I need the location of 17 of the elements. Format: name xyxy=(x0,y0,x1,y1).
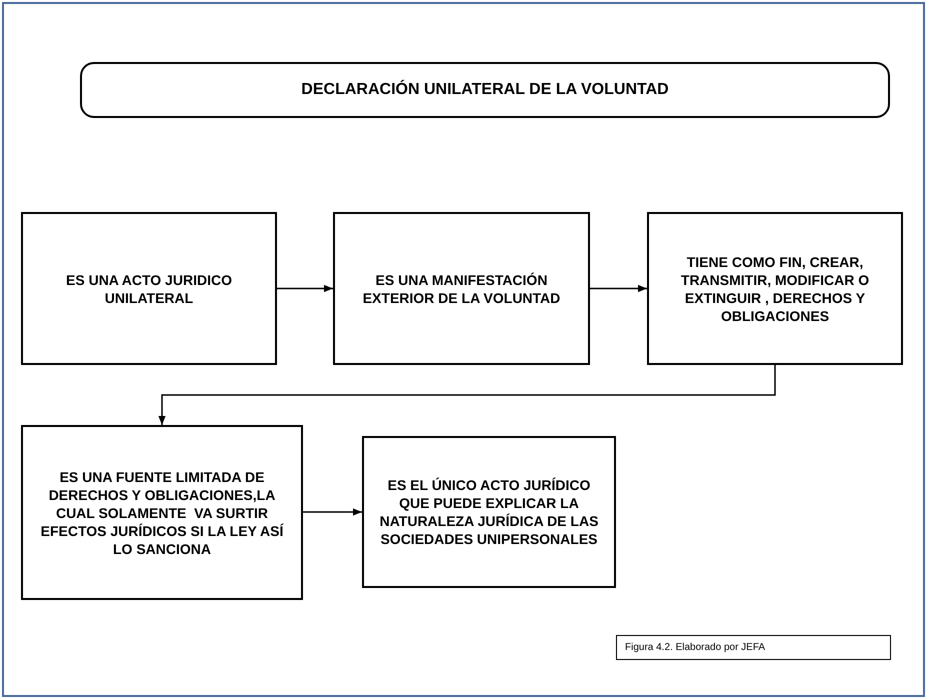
arrow xyxy=(303,508,362,516)
arrow xyxy=(158,365,776,425)
box-text: ES EL ÚNICO ACTO JURÍDICO QUE PUEDE EXPLICAR LA NATURALEZA JURÍDICA DE LAS SOCIEDADES UNIPERSONALES xyxy=(378,476,600,548)
figure-caption: Figura 4.2. Elaborado por JEFA xyxy=(616,635,891,660)
process-box xyxy=(333,212,590,365)
box-text: ES UNA FUENTE LIMITADA DE DERECHOS Y OBLIGACIONES,LA CUAL SOLAMENTE VA SURTIR EFECTOS JURÍDICOS SI LA LEY ASÍ LO SANCIONA xyxy=(40,468,285,558)
process-box xyxy=(647,212,903,365)
process-box xyxy=(21,212,277,365)
process-box xyxy=(21,425,303,600)
arrow xyxy=(590,284,647,292)
arrow xyxy=(277,284,333,292)
box-text: ES UNA MANIFESTACIÓN EXTERIOR DE LA VOLUNTAD xyxy=(362,270,562,306)
box-text: TIENE COMO FIN, CREAR, TRANSMITIR, MODIFICAR O EXTINGUIR , DERECHOS Y OBLIGACIONES xyxy=(680,252,870,324)
title-box xyxy=(80,62,890,118)
box-text: ES UNA ACTO JURIDICO UNILATERAL xyxy=(65,270,233,306)
title-text: DECLARACIÓN UNILATERAL DE LA VOLUNTAD xyxy=(301,81,669,99)
process-box xyxy=(362,436,616,588)
